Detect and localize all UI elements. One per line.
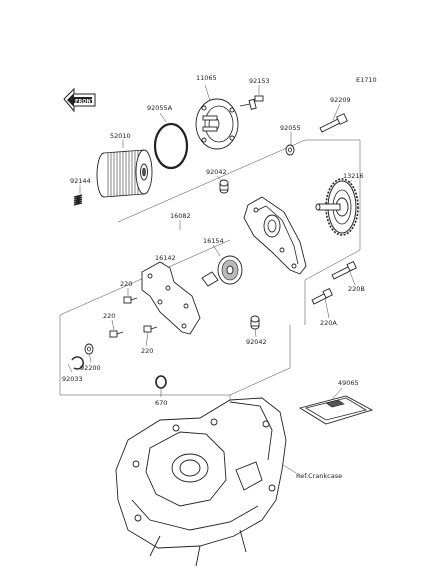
label-92033: 92033 <box>62 375 83 383</box>
gasket-49065-part <box>298 395 374 425</box>
washer-92055-part <box>285 144 295 156</box>
bolt-92209-part <box>319 113 348 133</box>
label-92144: 92144 <box>70 177 91 185</box>
diagram-code: E1710 <box>356 76 377 84</box>
label-92055a: 92055A <box>147 104 173 112</box>
label-92200: 92200 <box>80 364 101 372</box>
gear-shaft-13216-part <box>315 178 359 236</box>
label-13216: 13216 <box>343 172 364 180</box>
label-92153: 92153 <box>249 77 270 85</box>
pin-92042-bottom-part <box>250 315 260 330</box>
circlip-92033-part <box>71 356 84 370</box>
label-220-a: 220 <box>120 280 132 288</box>
label-52010: 52010 <box>110 132 131 140</box>
bolt-220b-part <box>331 260 357 280</box>
label-92055: 92055 <box>280 124 301 132</box>
label-220-b: 220 <box>103 312 115 320</box>
oring-92055a-part <box>153 122 189 170</box>
bolt-92153-part <box>239 95 264 110</box>
pin-92042-top-part <box>219 179 229 194</box>
crankcase-ref-label: Ref.Crankcase <box>296 472 342 480</box>
label-220-c: 220 <box>141 347 153 355</box>
label-49065: 49065 <box>338 379 359 387</box>
crankcase-part <box>115 397 287 567</box>
screw-220-b-part <box>109 330 124 338</box>
screw-220-c-part <box>143 325 158 333</box>
pump-body-16082-part <box>243 196 307 275</box>
front-label: FRONT <box>75 99 95 105</box>
leader-lines <box>59 84 361 474</box>
spring-92144-part <box>73 194 83 206</box>
label-16082: 16082 <box>170 212 191 220</box>
label-92042-top: 92042 <box>206 168 227 176</box>
oil-filter-part <box>96 149 153 198</box>
bolt-220a-part <box>311 287 333 305</box>
label-92042-bottom: 92042 <box>246 338 267 346</box>
label-670: 670 <box>155 399 167 407</box>
washer-92200-part <box>84 343 94 355</box>
oring-670-part <box>155 375 167 389</box>
pump-cover-part <box>195 98 239 150</box>
label-220a: 220A <box>320 319 337 327</box>
label-92209: 92209 <box>330 96 351 104</box>
plate-16142-part <box>141 261 201 335</box>
screw-220-a-part <box>123 296 138 304</box>
front-arrow-icon <box>63 87 96 113</box>
label-220b: 220B <box>348 285 365 293</box>
label-16142: 16142 <box>155 254 176 262</box>
label-11065: 11065 <box>196 74 217 82</box>
rotor-16154-part <box>201 255 243 287</box>
label-16154: 16154 <box>203 237 224 245</box>
